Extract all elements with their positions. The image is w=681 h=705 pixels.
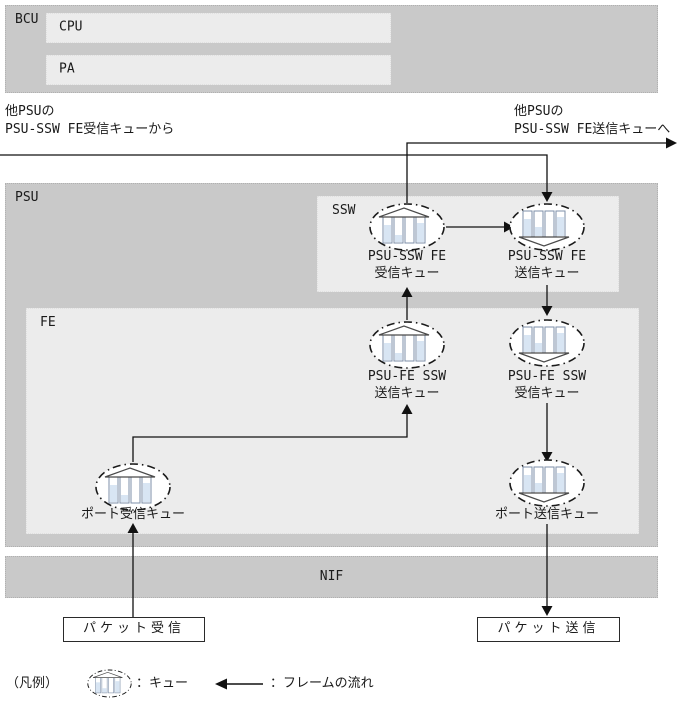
legend: （凡例） ：キュー ：フレームの流れ xyxy=(0,663,681,705)
cpu-label: CPU xyxy=(59,19,83,35)
port-tx-label: ポート送信キュー xyxy=(494,507,599,522)
bcu-box: BCU CPU PA xyxy=(5,5,658,93)
queue-icon-psu-fe-ssw-rx xyxy=(509,319,585,367)
queue-icon-psu-ssw-fe-rx xyxy=(369,203,445,251)
pa-label: PA xyxy=(59,61,75,77)
bcu-label: BCU xyxy=(15,12,39,27)
psu-ssw-fe-tx-label: PSU-SSW FE 送信キュー xyxy=(487,248,607,282)
packet-receive-label: パケット受信 xyxy=(82,621,185,637)
legend-title: （凡例） xyxy=(6,676,59,691)
psu-ssw-fe-rx-line1: PSU-SSW FE xyxy=(367,249,447,264)
packet-receive-box: パケット受信 xyxy=(63,617,205,642)
pa-box: PA xyxy=(46,55,391,85)
psu-fe-ssw-rx-line1: PSU-FE SSW xyxy=(507,369,587,384)
psu-ssw-fe-tx-line2: 送信キュー xyxy=(514,266,580,281)
legend-queue-label: ：キュー xyxy=(136,676,189,691)
legend-flow-label: ：フレームの流れ xyxy=(270,676,374,691)
psu-fe-ssw-tx-label: PSU-FE SSW 送信キュー xyxy=(347,368,467,402)
nif-box: NIF xyxy=(5,556,658,598)
psu-fe-ssw-tx-line2: 送信キュー xyxy=(374,386,440,401)
packet-send-box: パケット送信 xyxy=(477,617,620,642)
psu-fe-ssw-rx-label: PSU-FE SSW 受信キュー xyxy=(487,368,607,402)
psu-fe-ssw-rx-line2: 受信キュー xyxy=(514,386,580,401)
external-in-line2: PSU-SSW FE受信キューから xyxy=(5,121,175,137)
external-from-other-psu-label: 他PSUの PSU-SSW FE受信キューから xyxy=(5,103,174,138)
psu-ssw-fe-tx-line1: PSU-SSW FE xyxy=(507,249,587,264)
external-in-line1: 他PSUの xyxy=(5,104,55,119)
ssw-label: SSW xyxy=(332,203,356,218)
queue-icon-port-tx xyxy=(509,459,585,507)
port-rx-label: ポート受信キュー xyxy=(80,507,185,522)
psu-ssw-fe-rx-line2: 受信キュー xyxy=(374,266,440,281)
queue-icon-psu-fe-ssw-tx xyxy=(369,321,445,369)
fe-label: FE xyxy=(40,315,56,330)
psu-ssw-fe-rx-label: PSU-SSW FE 受信キュー xyxy=(347,248,467,282)
external-to-other-psu-label: 他PSUの PSU-SSW FE送信キューへ xyxy=(514,103,670,138)
legend-queue-icon xyxy=(87,669,132,698)
legend-flow-arrow-icon xyxy=(215,678,263,690)
psu-label: PSU xyxy=(15,190,39,205)
external-out-line1: 他PSUの xyxy=(514,104,564,119)
psu-fe-ssw-tx-line1: PSU-FE SSW xyxy=(367,369,447,384)
nif-label: NIF xyxy=(319,568,344,584)
external-out-line2: PSU-SSW FE送信キューへ xyxy=(514,121,671,137)
cpu-box: CPU xyxy=(46,13,391,43)
queue-icon-psu-ssw-fe-tx xyxy=(509,203,585,251)
packet-send-label: パケット送信 xyxy=(497,621,600,637)
